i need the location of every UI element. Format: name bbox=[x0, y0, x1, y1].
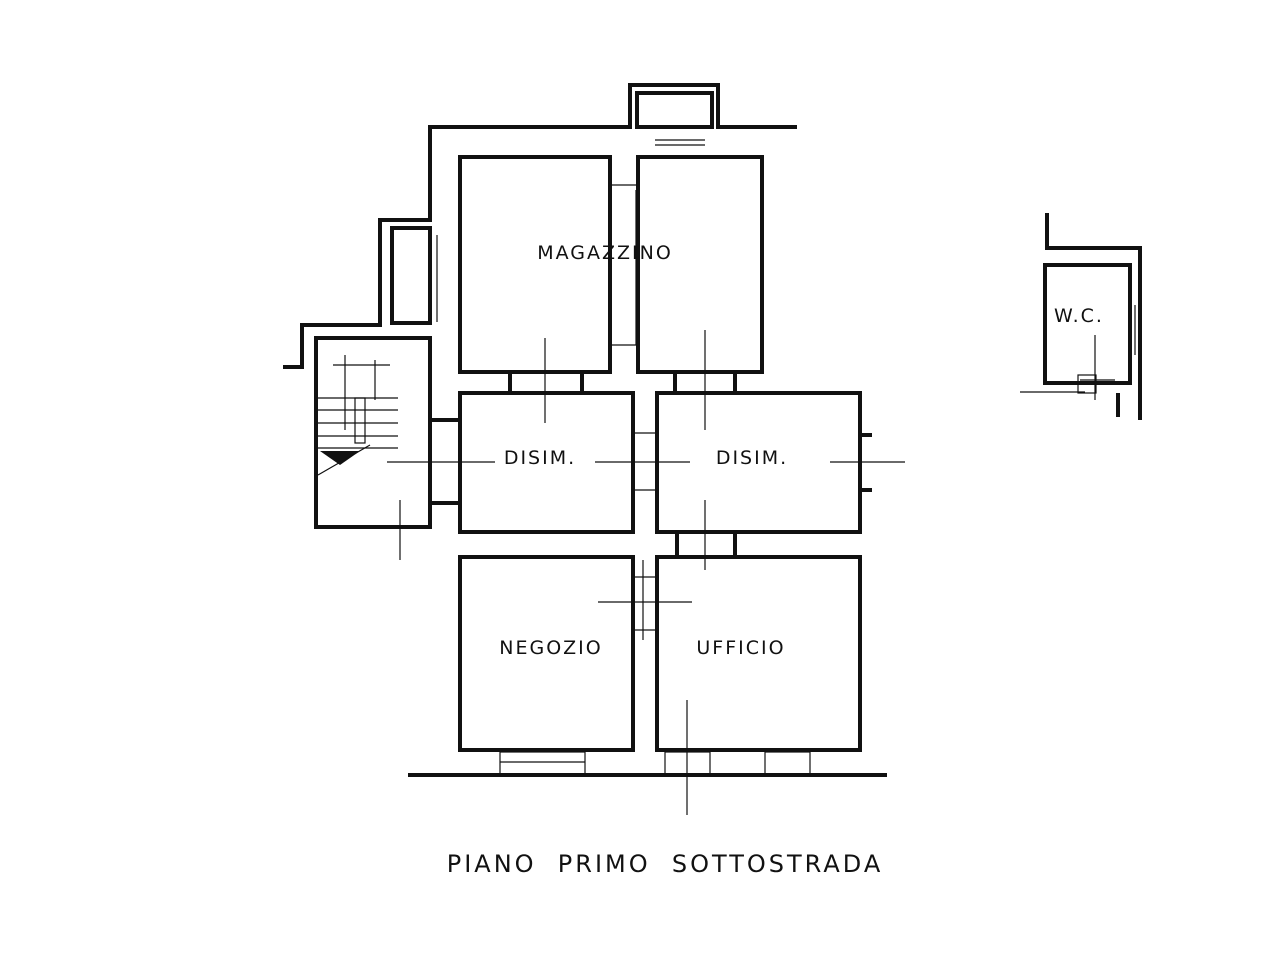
room-wc bbox=[1020, 213, 1142, 420]
room-label-wc: W.C. bbox=[1054, 305, 1104, 327]
room-label-negozio: NEGOZIO bbox=[499, 637, 602, 659]
room-magazzino bbox=[458, 155, 764, 374]
room-label-disim-right: DISIM. bbox=[716, 447, 788, 469]
staircase bbox=[314, 336, 462, 529]
room-label-magazzino: MAGAZZINO bbox=[537, 242, 673, 264]
stair-direction-arrow-icon bbox=[320, 451, 360, 465]
plan-title: PIANO PRIMO SOTTOSTRADA bbox=[447, 850, 884, 878]
room-label-disim-left: DISIM. bbox=[504, 447, 576, 469]
room-negozio bbox=[458, 555, 635, 775]
section-crosshairs bbox=[333, 330, 905, 815]
outer-walls bbox=[283, 83, 887, 777]
room-ufficio bbox=[634, 530, 862, 775]
room-label-ufficio: UFFICIO bbox=[696, 637, 785, 659]
